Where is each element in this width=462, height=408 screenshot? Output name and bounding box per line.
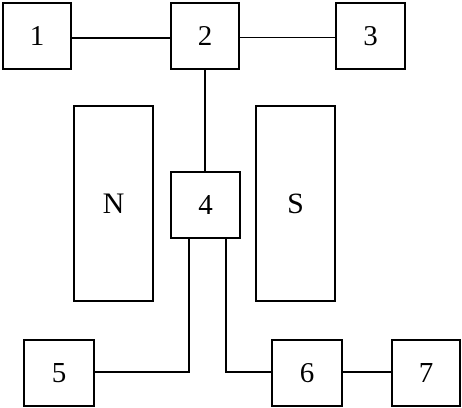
block-4: 4 (170, 171, 241, 239)
magnet-south-label: S (287, 186, 304, 220)
magnet-north: N (73, 105, 154, 302)
block-1: 1 (2, 2, 72, 70)
wire-4-left-lead (188, 238, 190, 372)
block-6-label: 6 (299, 356, 315, 389)
magnet-north-label: N (102, 186, 125, 220)
block-2-label: 2 (197, 19, 213, 52)
wire-4-right-lead (225, 238, 227, 372)
block-6: 6 (271, 339, 343, 407)
wire-2-4 (204, 69, 206, 172)
block-3: 3 (335, 2, 406, 70)
block-4-label: 4 (198, 188, 213, 221)
block-2: 2 (170, 2, 240, 70)
block-7: 7 (391, 339, 461, 407)
magnet-south: S (255, 105, 336, 302)
block-3-label: 3 (363, 19, 378, 52)
block-5: 5 (23, 339, 95, 407)
wire-1-2 (71, 37, 171, 39)
block-7-label: 7 (418, 356, 434, 389)
block-1-label: 1 (29, 19, 45, 52)
wire-2-3 (238, 37, 336, 38)
wire-6-7 (341, 371, 393, 373)
wire-4-5 (93, 371, 190, 373)
wire-4-6 (225, 371, 272, 373)
block-5-label: 5 (51, 356, 67, 389)
